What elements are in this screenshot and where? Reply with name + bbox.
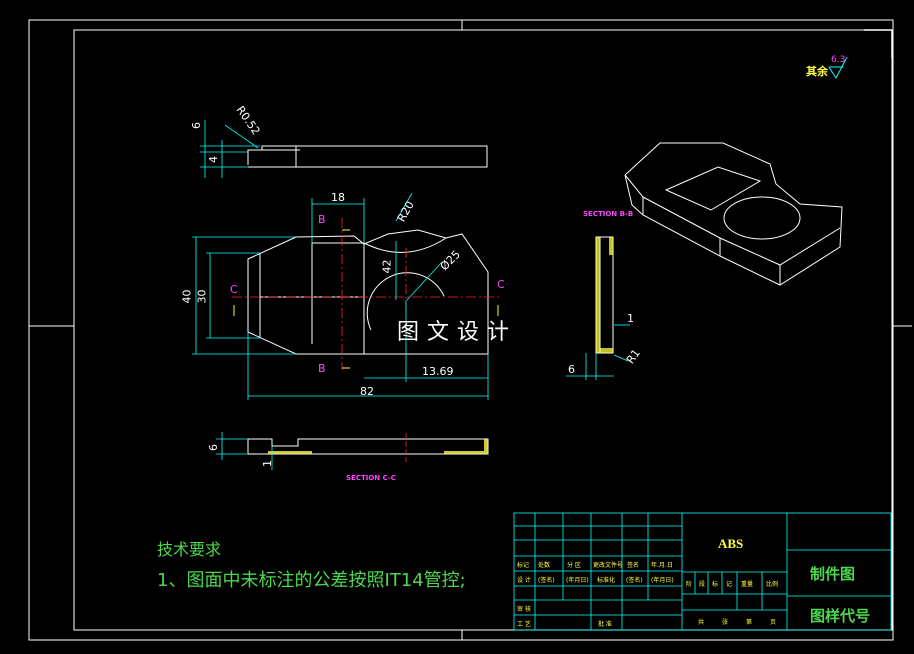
tb-sheet-cell: 第 — [746, 619, 753, 626]
top-view — [200, 120, 488, 178]
tb-stage-cell: 阶 — [686, 581, 693, 588]
tb-stage-cell: 段 — [699, 581, 706, 588]
tb-sheet-cell: 共 — [698, 619, 705, 626]
paper-frame — [28, 19, 912, 641]
tb-stage-cell: 标 — [712, 581, 719, 588]
tb-sheet-cell: 页 — [770, 619, 777, 626]
tb-craft-label: 工 艺 — [517, 621, 531, 628]
dim-top-4: 4 — [207, 156, 220, 163]
dim-30: 30 — [195, 289, 209, 304]
roughness-value: 6.3 — [831, 55, 846, 65]
tb-design-cell: (年月日) — [651, 577, 674, 584]
section-label-c-right: C — [497, 278, 505, 291]
dim-13-69: 13.69 — [422, 365, 454, 378]
plan-view — [192, 192, 500, 400]
title-block-drawing-code: 图样代号 — [810, 607, 871, 625]
tb-header-cell: 签名 — [627, 562, 640, 569]
tb-design-cell: (年月日) — [566, 577, 589, 584]
dim-18: 18 — [331, 191, 345, 204]
title-block-material: ABS — [718, 536, 744, 551]
section-label-b-bottom: B — [318, 362, 326, 375]
tb-approve-label: 批 准 — [598, 621, 612, 628]
dim-40: 40 — [180, 289, 194, 304]
section-label-c-left: C — [230, 283, 238, 296]
dim-cc-6: 6 — [207, 444, 220, 451]
isometric-view — [624, 142, 843, 286]
roughness-symbol — [828, 56, 848, 79]
dim-42: 42 — [380, 259, 394, 274]
dim-bb-6: 6 — [568, 363, 575, 376]
tb-stage-cell: 记 — [726, 581, 733, 588]
section-cc-title: SECTION C-C — [346, 474, 396, 482]
title-block-grid — [513, 512, 892, 631]
tb-header-cell: 分 区 — [567, 562, 581, 569]
tb-stage-cell: 重量 — [741, 581, 754, 588]
roughness-label: 其余 — [806, 65, 828, 78]
dim-cc-1: 1 — [261, 460, 274, 467]
tb-check-label: 审 核 — [517, 606, 531, 613]
tb-sheet-cell: 张 — [722, 619, 729, 626]
tb-header-cell: 年.月.日 — [651, 562, 673, 569]
section-bb-title: SECTION B-B — [583, 210, 634, 218]
watermark-text: 图文设计 — [397, 320, 518, 345]
tb-design-cell: (签名) — [538, 577, 555, 584]
title-block-part-name: 制件图 — [810, 565, 856, 583]
tb-design-cell: 设 计 — [517, 577, 531, 584]
dim-top-6: 6 — [190, 122, 203, 129]
tb-design-cell: (签名) — [626, 577, 643, 584]
dim-82: 82 — [360, 385, 374, 398]
tb-header-cell: 处数 — [538, 562, 551, 569]
section-cc-view — [216, 432, 489, 470]
tb-header-cell: 标记 — [517, 562, 530, 569]
tb-stage-cell: 比例 — [766, 581, 779, 588]
tech-requirements-line1: 1、图面中未标注的公差按照IT14管控; — [157, 570, 466, 591]
section-label-b-top: B — [318, 213, 326, 226]
section-bb-view — [566, 236, 630, 380]
dim-bb-1: 1 — [627, 312, 634, 325]
tb-design-cell: 标准化 — [597, 577, 616, 584]
tb-header-cell: 更改文件号 — [593, 562, 624, 569]
tech-requirements-title: 技术要求 — [157, 540, 222, 559]
